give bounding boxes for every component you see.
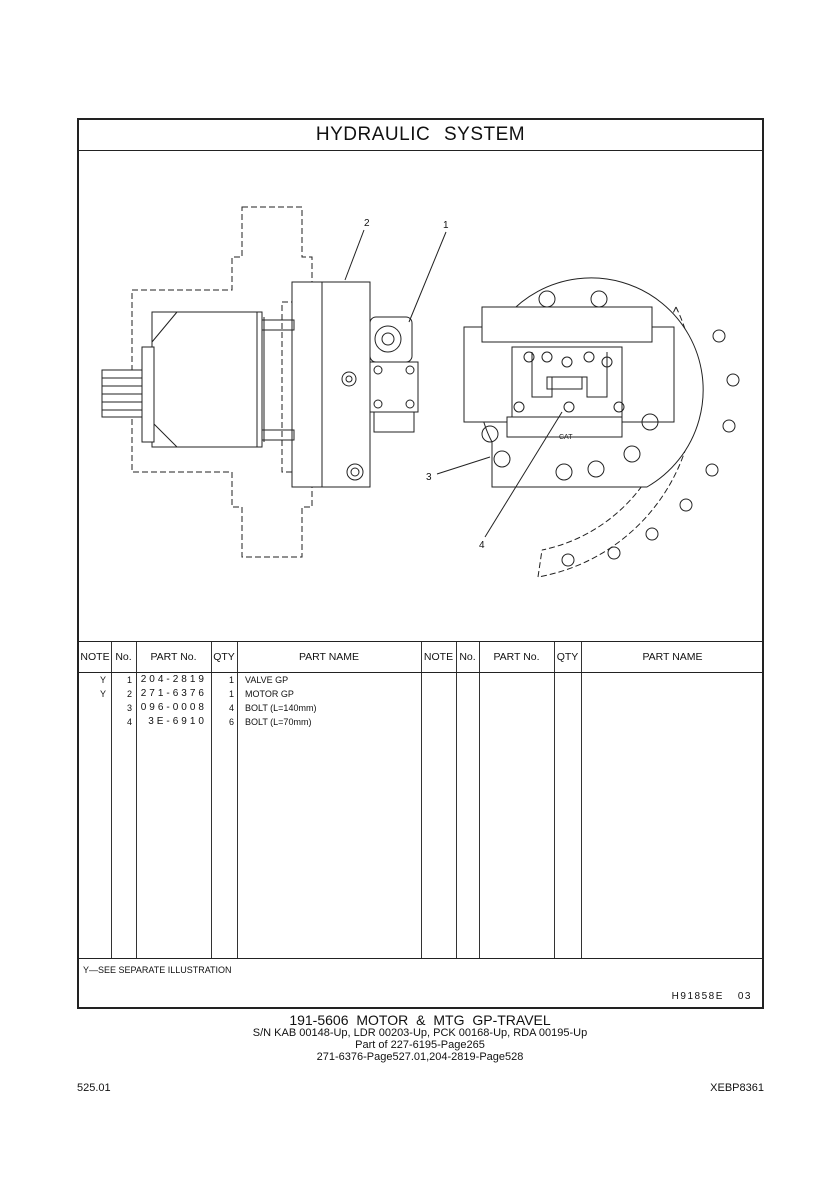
row-no: 1 (126, 675, 132, 685)
row-qty: 1 (228, 689, 234, 699)
row-no: 4 (126, 717, 132, 727)
motor-block (291, 281, 371, 488)
row-note (79, 715, 106, 729)
page-references: 271-6376-Page527.01,204-2819-Page528 (316, 1051, 524, 1063)
header-part-no-2: PART No. (493, 651, 540, 663)
header-part-name: PART NAME (298, 651, 360, 663)
row-part-name: VALVE GP (245, 675, 289, 685)
row-part-no: 3E-6910 (148, 716, 207, 727)
header-qty-2: QTY (556, 651, 579, 663)
page-number: 525.01 (77, 1082, 111, 1094)
housing-outline (131, 206, 313, 558)
motor-cylinder (151, 311, 263, 448)
callout-1: 1 (443, 220, 449, 231)
table-row: Y 2 271-6376 1 MOTOR GP (79, 687, 421, 701)
row-qty: 1 (228, 675, 234, 685)
header-note-2: NOTE (423, 651, 454, 663)
splined-shaft (101, 369, 148, 418)
row-no: 3 (126, 703, 132, 713)
row-note: Y (99, 675, 106, 685)
callout-2: 2 (364, 218, 370, 229)
row-part-name: BOLT (L=70mm) (245, 717, 312, 727)
header-qty: QTY (213, 651, 235, 663)
callout-leaders (344, 229, 563, 538)
row-qty: 6 (228, 717, 234, 727)
header-note: NOTE (80, 651, 110, 663)
table-row: 3 096-0008 4 BOLT (L=140mm) (79, 701, 421, 715)
header-no-2: No. (459, 651, 476, 663)
cat-marking: CAT (559, 434, 573, 441)
part-of-reference: Part of 227-6195-Page265 (355, 1039, 485, 1051)
ring-holes (561, 329, 740, 567)
callout-4: 4 (479, 540, 485, 551)
parts-frame: HYDRAULIC SYSTEM (77, 118, 764, 1009)
row-part-no: 204-2819 (140, 674, 207, 685)
row-note: Y (99, 689, 106, 699)
footnote: Y—SEE SEPARATE ILLUSTRATION (83, 965, 232, 975)
table-row: Y 1 204-2819 1 VALVE GP (79, 673, 421, 687)
header-no: No. (115, 651, 132, 663)
exploded-illustration: CAT 1 2 3 4 (101, 206, 740, 578)
callout-3: 3 (426, 472, 432, 483)
row-part-no: 271-6376 (140, 688, 207, 699)
illustration-id: H91858E (671, 991, 724, 1002)
parts-table: NOTE No. PART No. QTY PART NAME NOTE No.… (79, 641, 764, 959)
header-part-no: PART No. (150, 651, 197, 663)
valve-block (369, 316, 419, 433)
illustration-rev: 03 (737, 991, 752, 1002)
table-row: 4 3E-6910 6 BOLT (L=70mm) (79, 715, 421, 729)
row-part-name: BOLT (L=140mm) (245, 703, 317, 713)
serial-numbers: S/N KAB 00148-Up, LDR 00203-Up, PCK 0016… (252, 1027, 588, 1039)
row-part-no: 096-0008 (140, 702, 207, 713)
section-title-text: HYDRAULIC SYSTEM (315, 124, 526, 145)
illustration-code: H91858E 03 (672, 991, 752, 1002)
section-title: HYDRAULIC SYSTEM (79, 120, 762, 151)
front-bolts (481, 290, 659, 481)
header-part-name-2: PART NAME (642, 651, 703, 663)
row-no: 2 (126, 689, 132, 699)
row-qty: 4 (228, 703, 234, 713)
document-code: XEBP8361 (710, 1082, 764, 1094)
row-note (79, 701, 106, 715)
group-title: 191-5606 MOTOR & MTG GP-TRAVEL (289, 1012, 551, 1028)
row-part-name: MOTOR GP (245, 689, 294, 699)
